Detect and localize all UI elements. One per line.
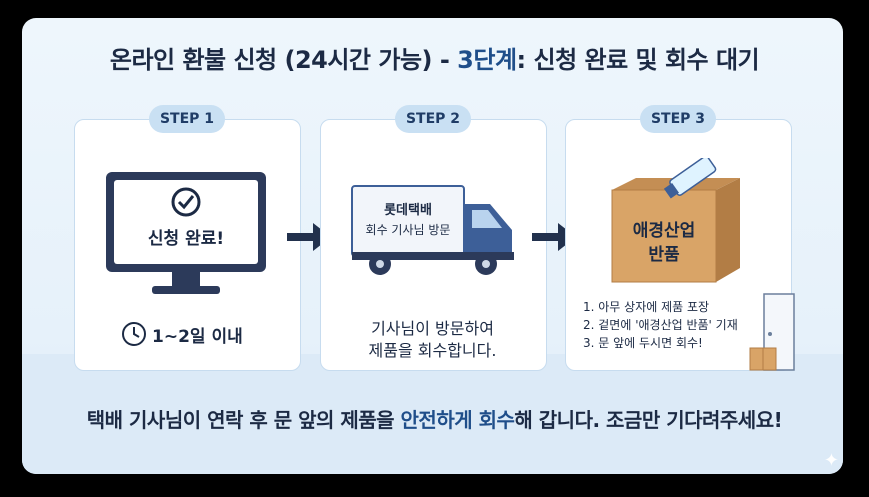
step-2-desc-line-2: 제품을 회수합니다. [368, 341, 497, 360]
toothpaste-icon [663, 158, 717, 199]
step-3-badge: STEP 3 [640, 105, 716, 133]
box-label-2: 반품 [648, 245, 680, 265]
title-rest: : 신청 완료 및 회수 대기 [516, 46, 760, 74]
instruction-item: 2. 겉면에 '애경산업 반품' 기재 [583, 318, 738, 332]
box-icon: 애경산업 반품 [611, 158, 740, 283]
instruction-item: 3. 문 앞에 두시면 회수! [583, 336, 703, 350]
floor-background [22, 354, 843, 474]
truck-icon: 롯데택배 회수 기사님 방문 [351, 185, 514, 275]
page-title: 온라인 환불 신청 (24시간 가능) - 3단계: 신청 완료 및 회수 대기 [0, 40, 869, 75]
title-main: 온라인 환불 신청 (24시간 가능) - [109, 46, 458, 74]
title-highlight: 3단계 [457, 46, 517, 74]
step-2-desc-line-1: 기사님이 방문하여 [371, 319, 494, 338]
step-1-info: 1~2일 이내 [152, 327, 243, 347]
truck-label-1: 롯데택배 [384, 202, 432, 218]
screen-text: 신청 완료! [148, 228, 224, 249]
instruction-item: 1. 아무 상자에 제품 포장 [583, 300, 710, 314]
box-label-1: 애경산업 [633, 221, 696, 241]
footer-message: 택배 기사님이 연락 후 문 앞의 제품을 안전하게 회수해 갑니다. 조금만 … [0, 404, 869, 433]
monitor-icon: 신청 완료! [106, 172, 266, 294]
footer-highlight-2: 회수 [478, 408, 515, 432]
step-2-description: 기사님이 방문하여 제품을 회수합니다. [320, 318, 545, 362]
truck-label-2: 회수 기사님 방문 [366, 223, 451, 237]
step-2-badge: STEP 2 [395, 105, 471, 133]
door-icon [749, 293, 795, 371]
clock-icon [122, 322, 146, 346]
footer-highlight-1: 안전하게 [400, 408, 473, 432]
sparkle-icon: ✦ [823, 450, 839, 471]
footer-part-1: 택배 기사님이 연락 후 문 앞의 제품을 [86, 408, 401, 432]
footer-part-3: 해 갑니다. 조금만 기다려주세요! [514, 408, 783, 432]
check-circle-icon [171, 187, 201, 217]
step-1-badge: STEP 1 [149, 105, 225, 133]
step-3-instructions: 1. 아무 상자에 제품 포장 2. 겉면에 '애경산업 반품' 기재 3. 문… [583, 298, 738, 352]
